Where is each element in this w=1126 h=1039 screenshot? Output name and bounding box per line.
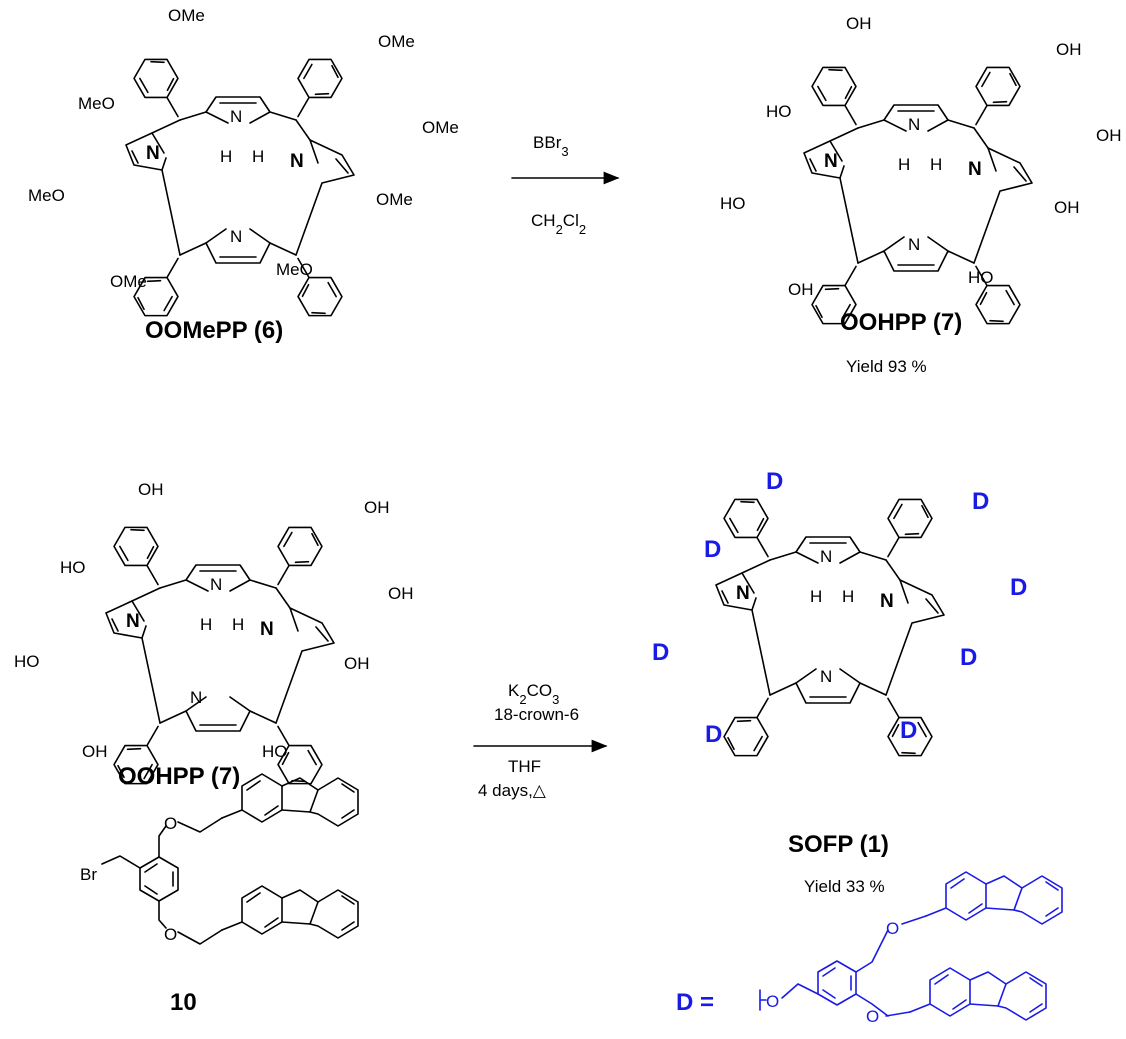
- solvent-label: CH2Cl2: [531, 211, 586, 237]
- substituent-label: OMe: [378, 32, 415, 51]
- o-label: O: [766, 992, 779, 1011]
- substituent-label: OH: [1054, 198, 1080, 217]
- molecule-name: OOHPP (7): [840, 309, 962, 336]
- substituent-label: HO: [968, 268, 994, 287]
- substituent-label: OMe: [376, 190, 413, 209]
- d-substituent-label: D: [652, 639, 669, 666]
- d-substituent-label: D: [1010, 574, 1027, 601]
- n-label: N: [880, 591, 894, 612]
- nh-label: N: [230, 227, 242, 246]
- substituent-label: OH: [1096, 126, 1122, 145]
- h-label: H: [810, 587, 822, 606]
- substituent-label: OH: [846, 14, 872, 33]
- substituent-label: OH: [788, 280, 814, 299]
- substituent-label: OMe: [110, 272, 147, 291]
- br-label: Br: [80, 865, 97, 884]
- n-label: N: [736, 583, 750, 604]
- h-label: H: [220, 147, 232, 166]
- conditions-label: 4 days,△: [478, 781, 547, 800]
- h-label: H: [842, 587, 854, 606]
- n-label: N: [260, 619, 274, 640]
- oohpp-start-molecule: N N N N H H OH HO OH OH HO OH OH HO: [14, 480, 414, 794]
- molecule-name: 10: [170, 989, 197, 1016]
- n-label: N: [126, 611, 140, 632]
- nh-label: N: [820, 547, 832, 566]
- molecule-name: SOFP (1): [788, 831, 889, 858]
- substituent-label: OMe: [168, 6, 205, 25]
- n-label: N: [290, 151, 304, 172]
- substituent-label: OH: [344, 654, 370, 673]
- dendron-label: D =: [676, 989, 714, 1016]
- h-label: H: [898, 155, 910, 174]
- o-label: O: [164, 925, 177, 944]
- n-label: N: [968, 159, 982, 180]
- substituent-label: OH: [364, 498, 390, 517]
- substituent-label: HO: [14, 652, 40, 671]
- o-label: O: [886, 919, 899, 938]
- h-label: H: [232, 615, 244, 634]
- n-label: N: [146, 143, 160, 164]
- substituent-label: HO: [262, 742, 288, 761]
- nh-label: N: [908, 115, 920, 134]
- substituent-label: OH: [82, 742, 108, 761]
- yield-label: Yield 93 %: [846, 357, 927, 376]
- d-substituent-label: D: [972, 488, 989, 515]
- d-substituent-label: D: [766, 468, 783, 495]
- substituent-label: OMe: [422, 118, 459, 137]
- substituent-label: HO: [720, 194, 746, 213]
- nh-label: N: [230, 107, 242, 126]
- reagent-label: 18-crown-6: [494, 705, 579, 724]
- substituent-label: OH: [1056, 40, 1082, 59]
- oohpp-product-molecule: N N N N H H OH HO OH OH HO OH OH HO: [720, 14, 1122, 334]
- yield-label: Yield 33 %: [804, 877, 885, 896]
- nh-label: N: [820, 667, 832, 686]
- sofp-molecule: N N N N H H D D D D D D D D: [652, 468, 1027, 766]
- reagent-label: K2CO3: [508, 681, 559, 707]
- nh-label: N: [908, 235, 920, 254]
- solvent-label: THF: [508, 757, 541, 776]
- substituent-label: OH: [388, 584, 414, 603]
- bromide-molecule: Br O O: [80, 773, 359, 945]
- d-substituent-label: D: [960, 644, 977, 671]
- nh-label: N: [190, 688, 202, 707]
- o-label: O: [164, 814, 177, 833]
- substituent-label: MeO: [28, 186, 65, 205]
- n-label: N: [824, 151, 838, 172]
- molecule-name: OOHPP (7): [118, 763, 240, 790]
- substituent-label: MeO: [78, 94, 115, 113]
- dendron-definition: D = O O O: [676, 871, 1063, 1026]
- substituent-label: HO: [60, 558, 86, 577]
- reaction-arrow: K2CO3 18-crown-6 THF 4 days,△: [473, 681, 608, 800]
- reaction-arrow: BBr3 CH2Cl2: [511, 133, 620, 237]
- molecule-name: OOMePP (6): [145, 317, 283, 344]
- substituent-label: MeO: [276, 260, 313, 279]
- o-label: O: [866, 1007, 879, 1026]
- h-label: H: [200, 615, 212, 634]
- substituent-label: OH: [138, 480, 164, 499]
- d-substituent-label: D: [900, 717, 917, 744]
- substituent-label: HO: [766, 102, 792, 121]
- nh-label: N: [210, 575, 222, 594]
- h-label: H: [930, 155, 942, 174]
- d-substituent-label: D: [705, 721, 722, 748]
- oomepp-molecule: N N N N H H OMe MeO OMe OMe MeO OMe OMe …: [28, 6, 459, 326]
- reagent-label: BBr3: [533, 133, 569, 159]
- h-label: H: [252, 147, 264, 166]
- d-substituent-label: D: [704, 536, 721, 563]
